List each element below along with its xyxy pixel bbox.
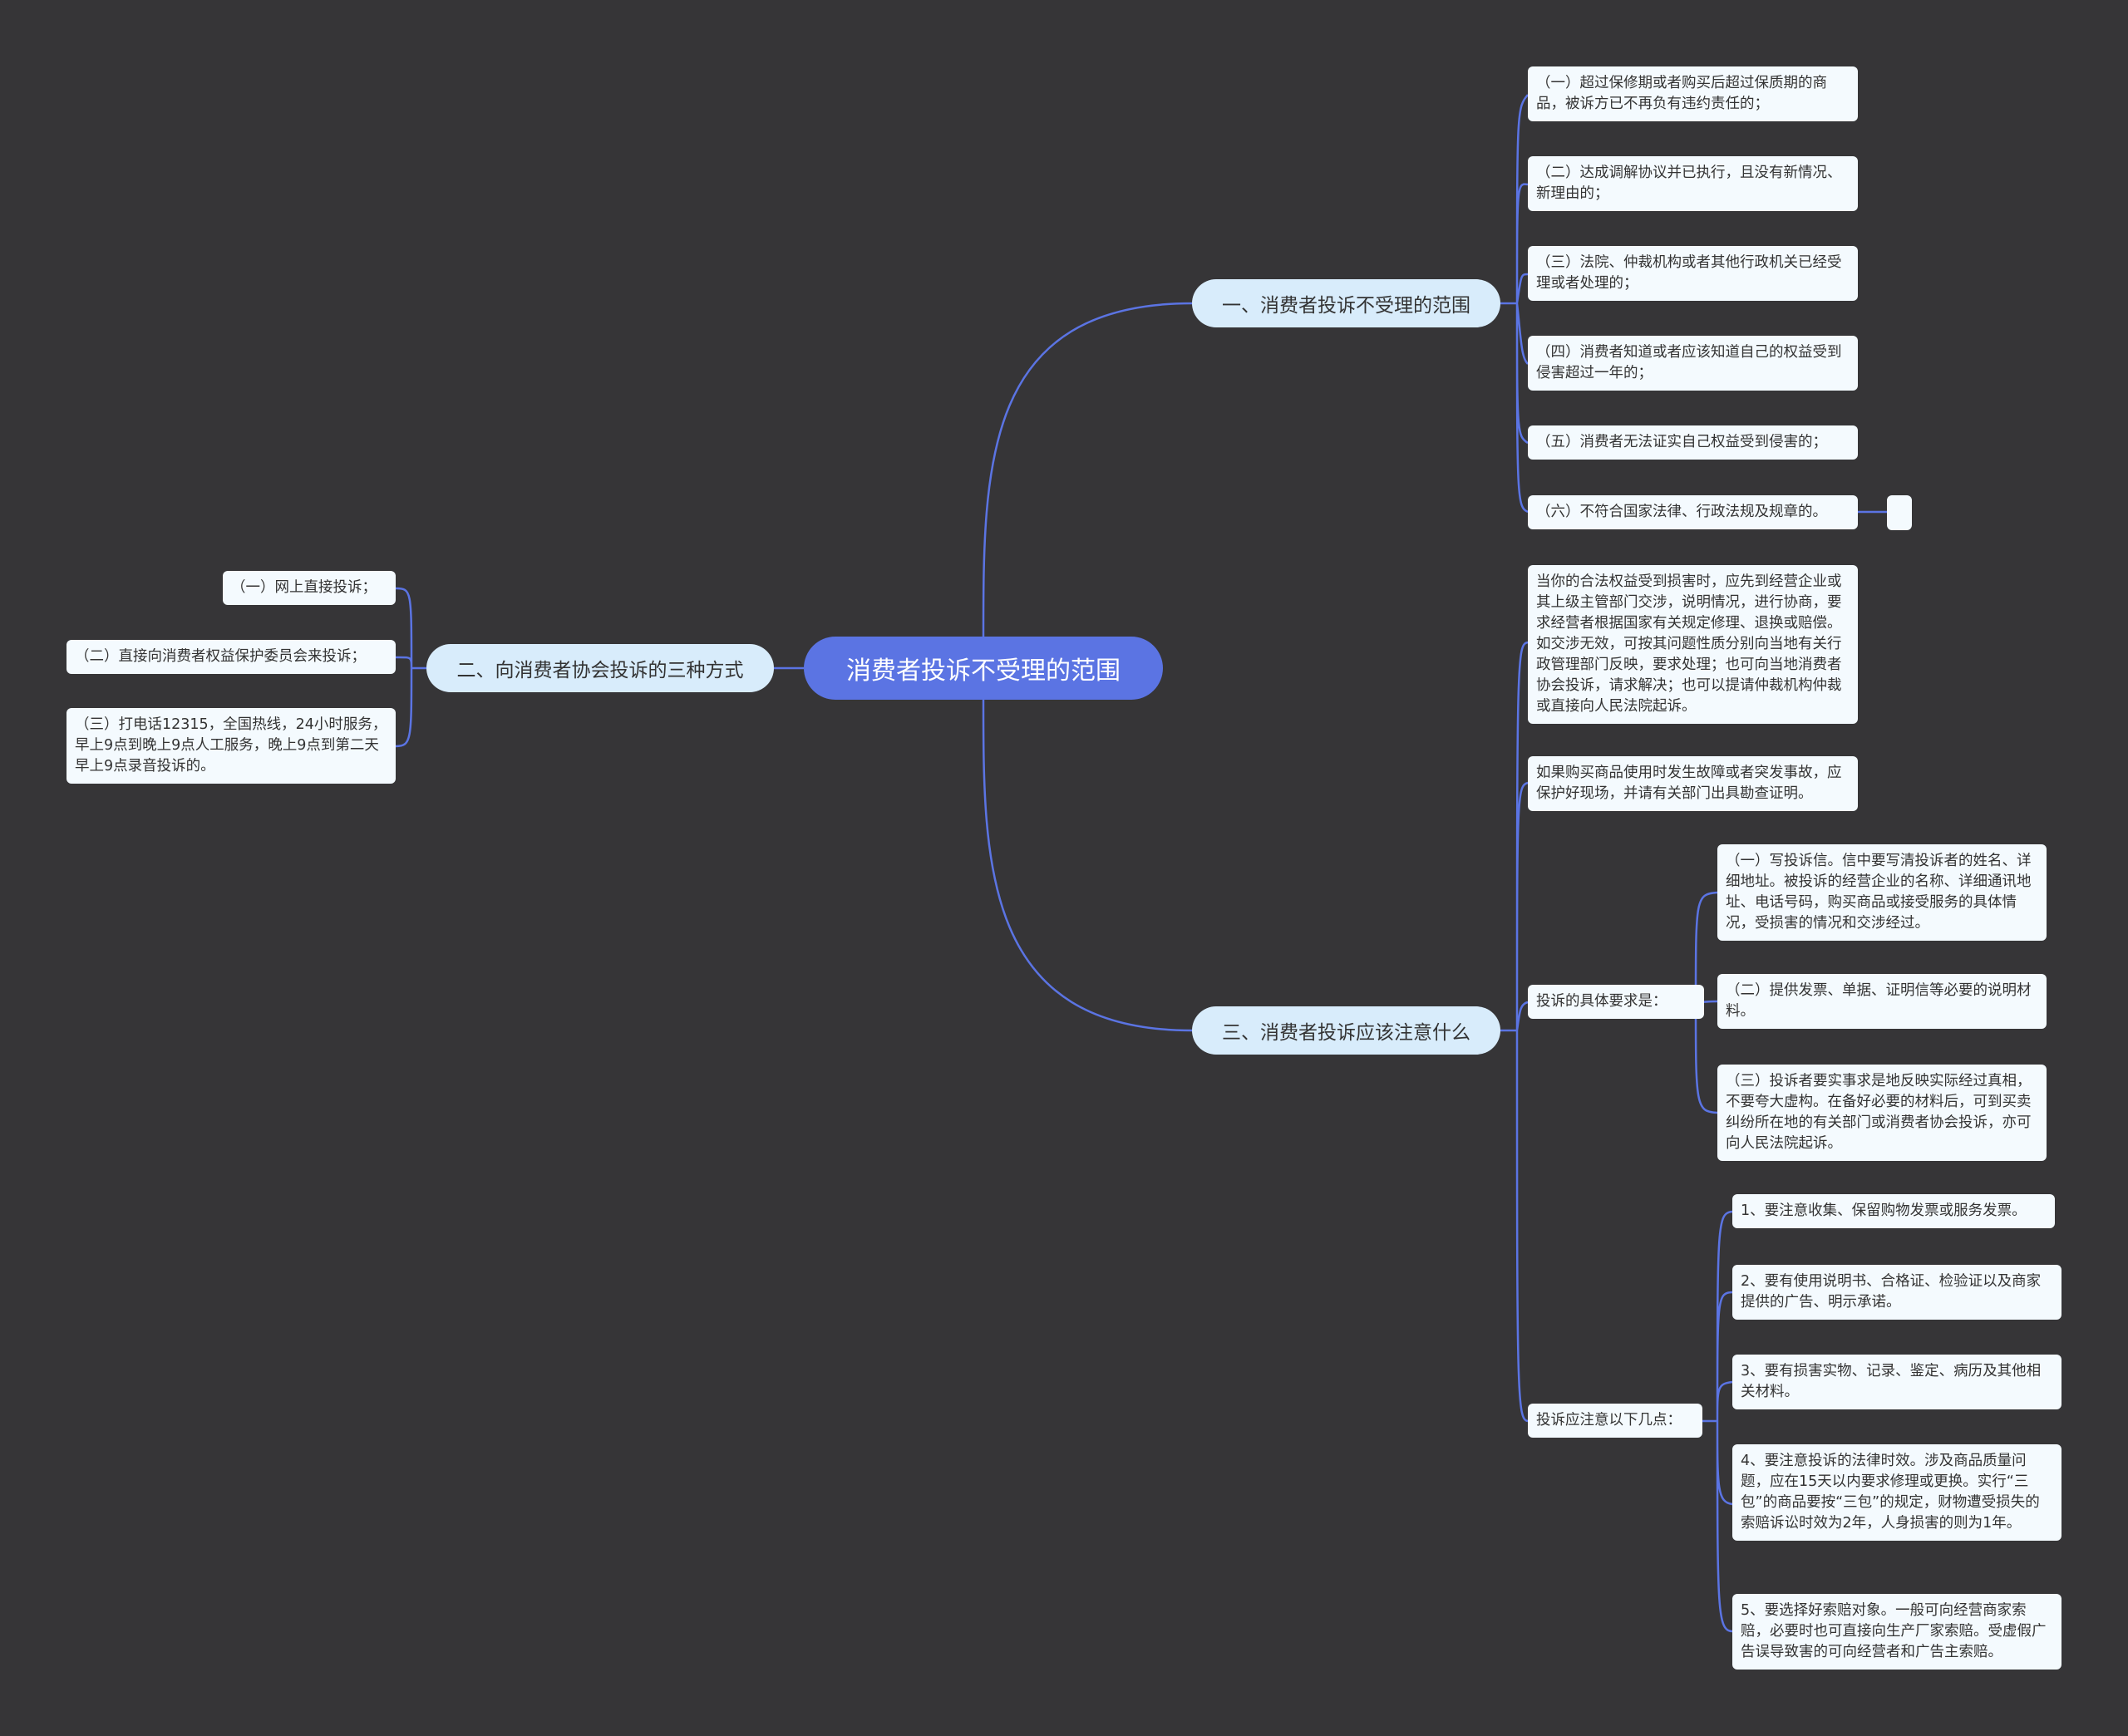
root-topic[interactable]: 消费者投诉不受理的范围 bbox=[804, 637, 1163, 700]
leaf-note-2[interactable]: 2、要有使用说明书、合格证、检验证以及商家提供的广告、明示承诺。 bbox=[1732, 1265, 2062, 1320]
leaf-scope-3[interactable]: （三）法院、仲裁机构或者其他行政机关已经受理或者处理的； bbox=[1528, 246, 1858, 301]
leaf-req-3[interactable]: （三）投诉者要实事求是地反映实际经过真相，不要夸大虚构。在备好必要的材料后，可到… bbox=[1717, 1065, 2047, 1161]
leaf-way-1[interactable]: （一）网上直接投诉； bbox=[223, 571, 396, 605]
link-root-branch3 bbox=[982, 699, 1193, 1032]
leaf-way-3[interactable]: （三）打电话12315，全国热线，24小时服务，早上9点到晚上9点人工服务，晚上… bbox=[66, 708, 396, 784]
link-branch1-items bbox=[1500, 94, 1529, 514]
leaf-req-label[interactable]: 投诉的具体要求是： bbox=[1528, 985, 1704, 1019]
link-branch2-items bbox=[395, 587, 426, 748]
leaf-note-3[interactable]: 3、要有损害实物、记录、鉴定、病历及其他相关材料。 bbox=[1732, 1355, 2062, 1409]
leaf-scope-5[interactable]: （五）消费者无法证实自己权益受到侵害的； bbox=[1528, 425, 1858, 460]
leaf-note-4[interactable]: 4、要注意投诉的法律时效。涉及商品质量问题，应在15天以内要求修理或更换。实行“… bbox=[1732, 1444, 2062, 1541]
leaf-notes-intro[interactable]: 当你的合法权益受到损害时，应先到经营企业或其上级主管部门交涉，说明情况，进行协商… bbox=[1528, 565, 1858, 724]
leaf-notes-label[interactable]: 投诉应注意以下几点： bbox=[1528, 1404, 1702, 1438]
leaf-notes-accident[interactable]: 如果购买商品使用时发生故障或者突发事故，应保护好现场，并请有关部门出具勘查证明。 bbox=[1528, 756, 1858, 811]
leaf-scope-1[interactable]: （一）超过保修期或者购买后超过保质期的商品，被诉方已不再负有违约责任的； bbox=[1528, 66, 1858, 121]
leaf-note-5[interactable]: 5、要选择好索赔对象。一般可向经营商家索赔，必要时也可直接向生产厂家索赔。受虚假… bbox=[1732, 1594, 2062, 1670]
empty-child-node[interactable] bbox=[1887, 495, 1912, 530]
branch-unaccepted-scope[interactable]: 一、消费者投诉不受理的范围 bbox=[1192, 279, 1500, 327]
leaf-scope-6[interactable]: （六）不符合国家法律、行政法规及规章的。 bbox=[1528, 495, 1858, 529]
branch-notes[interactable]: 三、消费者投诉应该注意什么 bbox=[1192, 1006, 1500, 1055]
leaf-scope-4[interactable]: （四）消费者知道或者应该知道自己的权益受到侵害超过一年的； bbox=[1528, 336, 1858, 391]
link-branch3-items bbox=[1500, 641, 1529, 1423]
leaf-req-2[interactable]: （二）提供发票、单据、证明信等必要的说明材料。 bbox=[1717, 974, 2047, 1029]
branch-three-ways[interactable]: 二、向消费者协会投诉的三种方式 bbox=[426, 644, 774, 692]
leaf-req-1[interactable]: （一）写投诉信。信中要写清投诉者的姓名、详细地址。被投诉的经营企业的名称、详细通… bbox=[1717, 844, 2047, 941]
leaf-note-1[interactable]: 1、要注意收集、保留购物发票或服务发票。 bbox=[1732, 1194, 2055, 1228]
leaf-way-2[interactable]: （二）直接向消费者权益保护委员会来投诉； bbox=[66, 640, 396, 674]
link-root-branch1 bbox=[982, 302, 1193, 637]
link-notes-items bbox=[1702, 1210, 1733, 1633]
leaf-scope-2[interactable]: （二）达成调解协议并已执行，且没有新情况、新理由的； bbox=[1528, 156, 1858, 211]
